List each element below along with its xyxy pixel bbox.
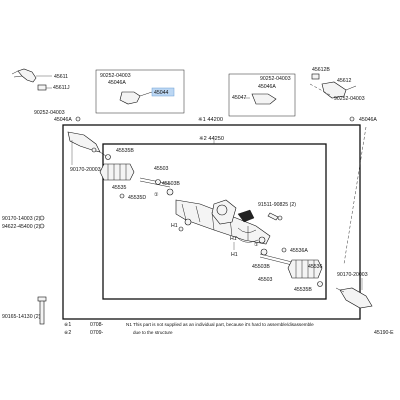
label-star2-44250: ※2 44250	[199, 135, 224, 142]
label-45503b-b: 45503B	[252, 264, 270, 270]
tie-rod-end-left-sketch	[17, 68, 37, 83]
left-outer-tie-rod-end: 90170-20003	[67, 131, 107, 173]
label-h1-c: H1	[231, 252, 238, 258]
legend-note-line2: due to the structure	[133, 330, 173, 335]
figure-code: 45190-E	[374, 330, 394, 336]
label-h1-b: H1	[230, 236, 237, 242]
label-45503b: 45503B	[162, 181, 180, 187]
label-45535: 45535	[112, 185, 127, 191]
bolt-90165-group: 90165-14130 (2)	[2, 296, 47, 325]
label-94622-45400: 94622-45400 (2)	[2, 224, 41, 230]
mark-circ1-b: ①	[254, 242, 259, 248]
left-inner-rod-group: 45503 45503B	[139, 166, 180, 196]
tie-rod-end-detail-box: 90252-04003 45046A 45044	[95, 69, 185, 114]
right-boot-group: 45536A 45536 45535B	[281, 247, 323, 293]
label-45044[interactable]: 45044	[154, 90, 169, 96]
label-45047: 45047	[232, 95, 247, 101]
left-tie-rod-end-group: 45611 45611J	[11, 68, 70, 91]
assembly-frame-44200	[62, 124, 361, 320]
legend-note-line1: N1 This part is not supplied as an indiv…	[126, 322, 314, 327]
right-outer-tie-rod-end: 90170-20003	[335, 272, 373, 309]
nut-45611j-sketch	[37, 84, 47, 91]
label-45046a-a: 45046A	[108, 80, 126, 86]
label-45535b-b: 45535B	[294, 287, 312, 293]
assembly-frame-44250	[102, 143, 327, 300]
label-90165-14130: 90165-14130 (2)	[2, 314, 41, 320]
label-45536: 45536	[308, 264, 323, 270]
left-boot-group: 45535B 45535 45535D	[99, 148, 146, 201]
label-45612: 45612	[337, 78, 352, 84]
label-45046a-b: 45046A	[54, 117, 72, 123]
label-90170-20003-b: 90170-20003	[337, 272, 368, 278]
mark-circ1-a: ①	[154, 192, 159, 198]
label-45612b: 45612B	[312, 67, 330, 73]
label-45535d: 45535D	[128, 195, 146, 201]
highlight-45044[interactable]	[151, 87, 175, 97]
legend-row2-mark: ※2	[64, 330, 71, 336]
boot-45536-sketch	[287, 259, 323, 279]
label-45535b-top: 45535B	[116, 148, 134, 154]
steering-gear-body	[175, 199, 271, 245]
legend-row2-range: 0709-	[90, 330, 104, 336]
label-45611j: 45611J	[53, 85, 70, 91]
label-star1-44200: ※1 44200	[198, 116, 223, 123]
label-90170-20003-a: 90170-20003	[70, 167, 101, 173]
legend-row1-mark: ※1	[64, 322, 71, 328]
legend-row1-range: 0708-	[90, 322, 104, 328]
boot-45535-sketch	[99, 163, 135, 181]
label-90170-14003: 90170-14003 (2)	[2, 216, 41, 222]
label-45536a: 45536A	[290, 248, 308, 254]
right-outer-group: 45612B 45612 90252-04003 45046A	[311, 67, 377, 123]
label-91511-90825: 91511-90825 (2)	[258, 202, 296, 208]
label-90252-04003-c: 90252-04003	[260, 76, 291, 82]
right-inner-rod-group: 45503B 45503	[252, 248, 293, 283]
label-45503-b: 45503	[258, 277, 273, 283]
tie-rod-end-45044-sketch	[119, 91, 141, 105]
label-90252-04003-b: 90252-04003	[34, 110, 65, 116]
label-45611: 45611	[54, 74, 68, 80]
label-90252-04003-a: 90252-04003	[100, 73, 131, 79]
label-90252-04003-d: 90252-04003	[334, 96, 365, 102]
label-h1-a: H1	[171, 223, 178, 229]
label-45503: 45503	[154, 166, 169, 172]
label-45046a-c: 45046A	[258, 84, 276, 90]
label-45046a-d: 45046A	[359, 117, 377, 123]
legend: ※1 0708- ※2 0709- N1 This part is not su…	[64, 322, 314, 336]
right-tie-rod-end-box: 90252-04003 45046A 45047	[228, 73, 296, 117]
